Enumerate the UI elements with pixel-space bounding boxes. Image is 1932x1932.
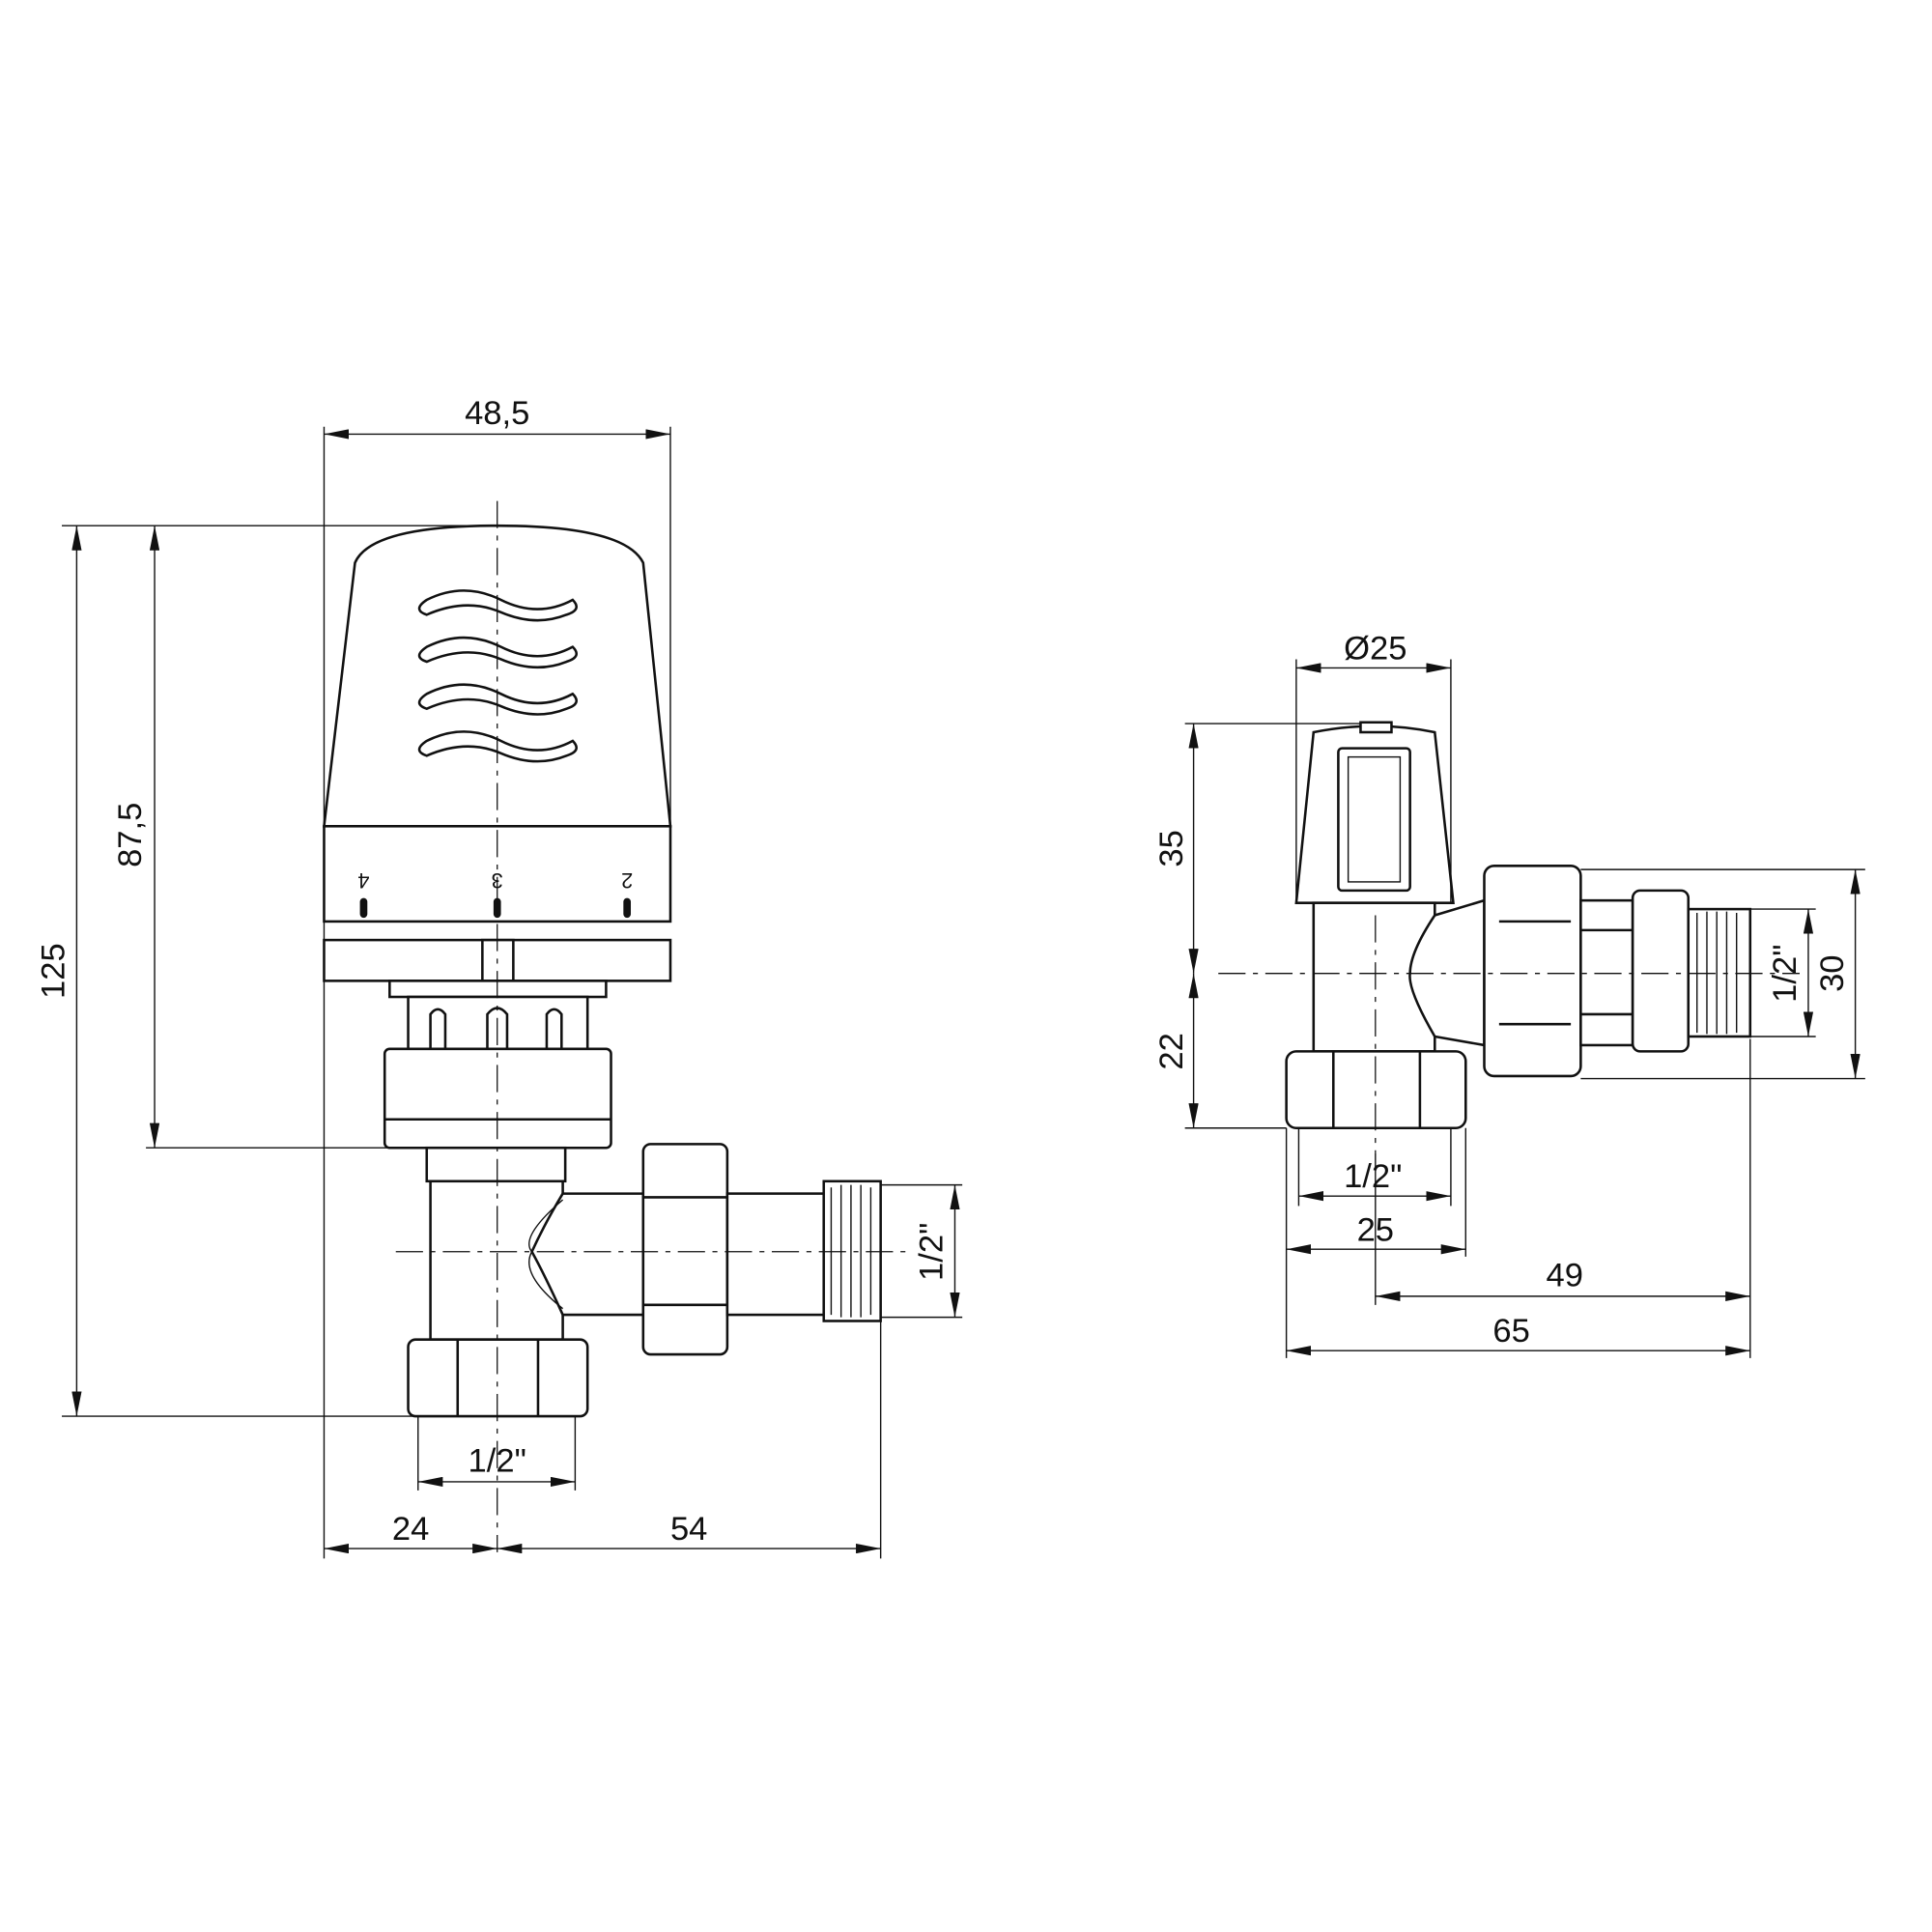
tailpiece <box>725 1192 826 1317</box>
dim-bottom-thread: 1/2" <box>469 1443 526 1480</box>
dim-axis-offset: 24 <box>392 1511 429 1548</box>
thermostatic-valve-front-view: 4 3 2 <box>323 500 910 1552</box>
union-nut <box>641 1143 729 1356</box>
dim-bottom-thread: 1/2" <box>1344 1158 1402 1195</box>
dim-axis-to-end: 49 <box>1546 1258 1582 1294</box>
threaded-tail <box>822 1179 882 1322</box>
scale-mark-4: 4 <box>357 868 369 893</box>
wave-grip-pattern <box>417 589 578 763</box>
dim-side-thread: 1/2" <box>914 1223 951 1281</box>
cap-grip-window <box>1337 747 1411 893</box>
dim-total-length: 65 <box>1492 1313 1529 1350</box>
tail-collar <box>1631 889 1690 1053</box>
scale-mark-2: 2 <box>621 868 633 893</box>
dim-head-height: 87,5 <box>112 803 149 867</box>
left-view-dimensions: 48,5 87,5 125 1/2" 24 54 1/2" <box>36 395 963 1559</box>
dim-lower-height: 22 <box>1153 1033 1190 1069</box>
dim-outlet-height: 30 <box>1814 954 1851 991</box>
dim-total-height: 125 <box>36 943 72 999</box>
dim-cap-width: 48,5 <box>465 395 529 432</box>
dim-cap-height: 35 <box>1153 830 1190 867</box>
dim-side-thread: 1/2" <box>1767 945 1804 1003</box>
union-nut <box>1483 865 1582 1078</box>
valve-arm <box>530 1192 645 1317</box>
dim-cap-diameter: Ø25 <box>1344 630 1406 667</box>
right-view-dimensions: Ø25 35 22 30 1/2" 1/2" 25 49 65 <box>1153 630 1865 1358</box>
dim-outlet-length: 54 <box>670 1511 707 1548</box>
manual-valve-front-view <box>1218 721 1800 1153</box>
